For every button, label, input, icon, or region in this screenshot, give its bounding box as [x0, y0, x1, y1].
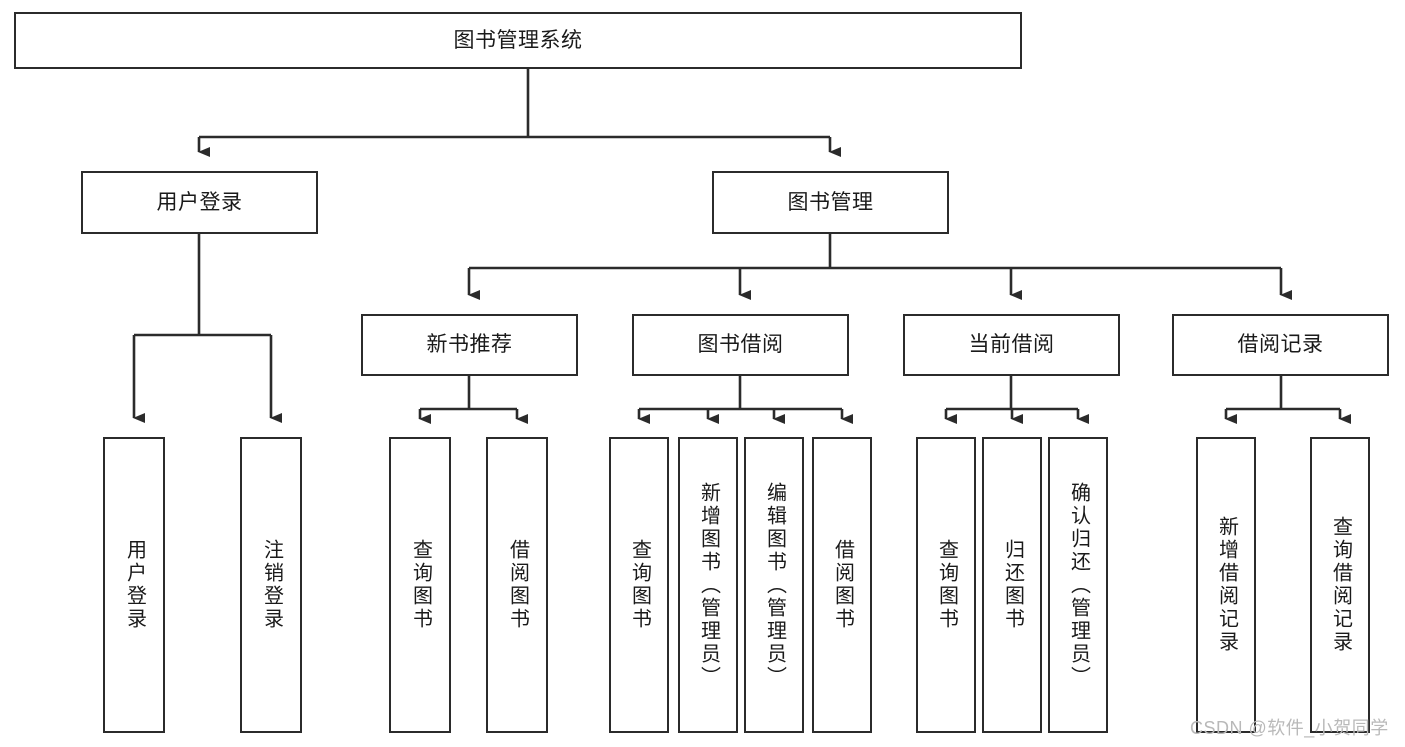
connector-group-root — [197, 69, 841, 157]
leaf-node[interactable]: 用户登录 — [103, 437, 165, 733]
leaf-node[interactable]: 编辑图书（管理员） — [744, 437, 804, 733]
node-label: 查询图书 — [628, 539, 651, 631]
leaf-node[interactable]: 查询图书 — [609, 437, 669, 733]
connector-group-borrow-record — [1224, 376, 1351, 424]
watermark-text: CSDN @软件_小贺同学 — [1190, 718, 1389, 738]
leaf-node[interactable]: 借阅图书 — [812, 437, 872, 733]
node-label: 借阅图书 — [506, 539, 529, 631]
node-label: 归还图书 — [1001, 539, 1024, 631]
node-label: 图书管理 — [787, 190, 874, 214]
leaf-node[interactable]: 注销登录 — [240, 437, 302, 733]
node-label: 当前借阅 — [968, 333, 1055, 357]
connector-group-current-borrow — [944, 376, 1089, 424]
connector-group-book-manage — [467, 234, 1292, 300]
leaf-node[interactable]: 查询图书 — [916, 437, 976, 733]
node-label: 借阅记录 — [1237, 333, 1324, 357]
node-book-borrow[interactable]: 图书借阅 — [632, 314, 849, 376]
node-label: 图书借阅 — [697, 333, 784, 357]
node-label: 新增借阅记录 — [1215, 516, 1238, 654]
node-label: 新增图书（管理员） — [697, 481, 720, 689]
node-borrow-record[interactable]: 借阅记录 — [1172, 314, 1389, 376]
node-book-management[interactable]: 图书管理 — [712, 171, 949, 234]
node-label: 查询图书 — [409, 539, 432, 631]
leaf-node[interactable]: 归还图书 — [982, 437, 1042, 733]
node-label: 编辑图书（管理员） — [763, 481, 786, 689]
node-label: 新书推荐 — [426, 333, 513, 357]
node-label: 注销登录 — [260, 539, 283, 631]
node-label: 图书管理系统 — [453, 28, 583, 52]
node-label: 查询借阅记录 — [1329, 516, 1352, 654]
leaf-node[interactable]: 查询借阅记录 — [1310, 437, 1370, 733]
node-label: 借阅图书 — [831, 539, 854, 631]
leaf-node[interactable]: 借阅图书 — [486, 437, 548, 733]
connector-group-new-book — [418, 376, 528, 424]
node-new-book-recommend[interactable]: 新书推荐 — [361, 314, 578, 376]
node-user-login[interactable]: 用户登录 — [81, 171, 318, 234]
node-root-title[interactable]: 图书管理系统 — [14, 12, 1022, 69]
leaf-node[interactable]: 查询图书 — [389, 437, 451, 733]
leaf-node[interactable]: 新增图书（管理员） — [678, 437, 738, 733]
node-label: 查询图书 — [935, 539, 958, 631]
connector-group-borrow — [637, 376, 853, 424]
leaf-node[interactable]: 确认归还（管理员） — [1048, 437, 1108, 733]
leaf-node[interactable]: 新增借阅记录 — [1196, 437, 1256, 733]
connector-group-user-login — [132, 234, 282, 423]
node-current-borrow[interactable]: 当前借阅 — [903, 314, 1120, 376]
node-label: 确认归还（管理员） — [1067, 481, 1090, 689]
node-label: 用户登录 — [156, 190, 243, 214]
node-label: 用户登录 — [123, 539, 146, 631]
